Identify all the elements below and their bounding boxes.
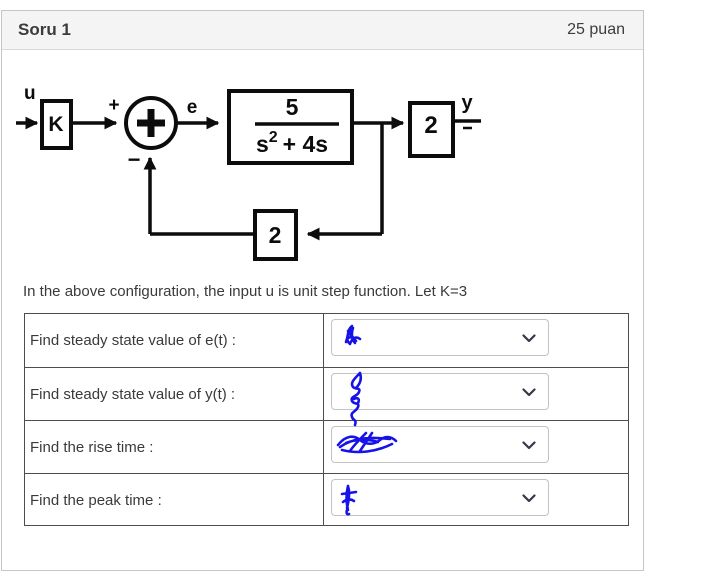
sum-plus-icon — [137, 109, 165, 137]
row-label: Find the peak time : — [25, 474, 324, 526]
plant-denominator: s2+ 4s — [256, 129, 328, 157]
row-answer-cell — [324, 368, 628, 427]
chevron-down-icon — [522, 388, 536, 397]
table-row-rise-time: Find the rise time : — [25, 420, 628, 473]
block-diagram: u K + − e 5 s2+ 4s 2 y 2 — [16, 83, 481, 261]
output-label: y — [461, 92, 473, 114]
row-answer-cell — [324, 421, 628, 473]
question-points: 25 puan — [567, 21, 625, 38]
row-answer-cell — [324, 314, 628, 367]
error-label: e — [187, 97, 198, 118]
chevron-down-icon — [522, 494, 536, 503]
feedback-gain-label: 2 — [269, 222, 282, 248]
plant-numerator: 5 — [286, 94, 299, 120]
plant-block-box — [227, 89, 354, 165]
table-row-e-steady-state: Find steady state value of e(t) : — [25, 314, 628, 367]
answers-table: Find steady state value of e(t) : Find s… — [24, 313, 629, 526]
chevron-down-icon — [522, 441, 536, 450]
row-label: Find the rise time : — [25, 421, 324, 473]
output-gain-label: 2 — [424, 112, 437, 139]
output-gain-box — [408, 101, 455, 158]
row-label: Find steady state value of y(t) : — [25, 368, 324, 420]
question-title: Soru 1 — [18, 20, 71, 39]
question-card-header: Soru 1 25 puan — [2, 11, 643, 50]
table-row-y-steady-state: Find steady state value of y(t) : — [25, 367, 628, 427]
chevron-down-icon — [522, 334, 536, 343]
input-label: u — [24, 83, 36, 104]
sum-plus-sign: + — [108, 95, 119, 116]
row-label: Find steady state value of e(t) : — [25, 314, 324, 367]
question-card: Soru 1 25 puan u K + − e 5 s2+ 4s — [1, 10, 644, 571]
dropdown-e-steady-state[interactable] — [331, 319, 549, 356]
dropdown-y-steady-state[interactable] — [331, 373, 549, 410]
sum-minus-sign: − — [128, 147, 141, 172]
dropdown-peak-time[interactable] — [331, 479, 549, 516]
feedback-gain-box — [253, 209, 298, 261]
question-text: In the above configuration, the input u … — [23, 283, 468, 300]
row-answer-cell — [324, 474, 628, 526]
gain-block-label: K — [48, 113, 63, 136]
table-row-peak-time: Find the peak time : — [25, 473, 628, 526]
dropdown-rise-time[interactable] — [331, 426, 549, 463]
